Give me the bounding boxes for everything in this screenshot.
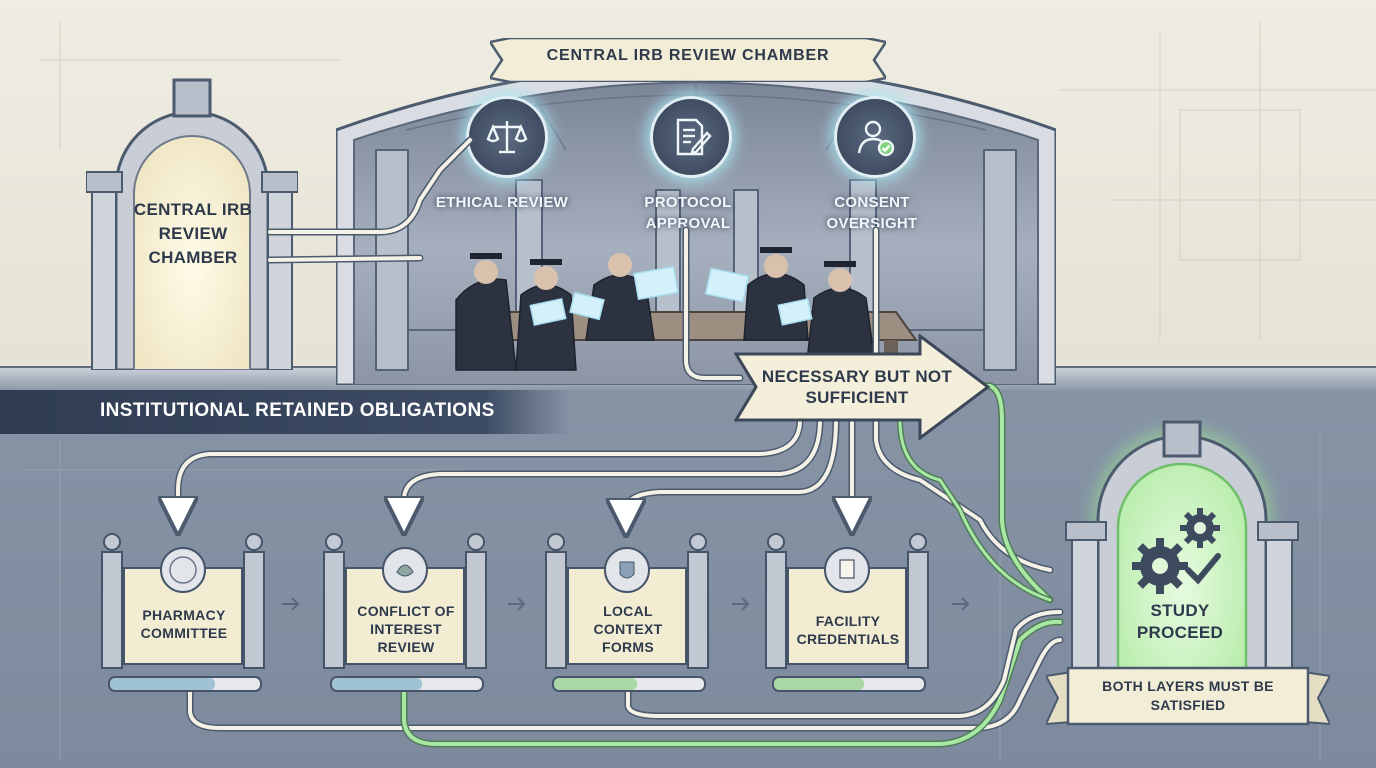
condition-banner: [1046, 666, 1330, 726]
retained-obligations-label: INSTITUTIONAL RETAINED OBLIGATIONS: [100, 400, 495, 421]
chamber-title: CENTRAL IRB REVIEW CHAMBER: [546, 47, 830, 64]
side-archway: [86, 78, 298, 370]
obligation-panel-local-context: [545, 533, 709, 669]
function-label-consent-oversight: CONSENT OVERSIGHT: [826, 194, 918, 232]
study-gate: [1065, 420, 1299, 708]
obligation-panel-conflict: [323, 533, 487, 669]
obligation-label-conflict: CONFLICT OF INTEREST REVIEW: [357, 603, 455, 655]
retained-obligations-band: [0, 390, 570, 434]
checkmark-icon: [1185, 553, 1221, 585]
scales-icon: [466, 96, 548, 178]
obligation-progress-conflict: [330, 676, 484, 692]
gear-icon: [1132, 538, 1188, 594]
progress-fill: [110, 678, 215, 690]
obligation-progress-facility: [772, 676, 926, 692]
obligation-progress-pharmacy: [108, 676, 262, 692]
progress-fill: [554, 678, 637, 690]
progress-fill: [774, 678, 864, 690]
function-label-protocol-approval: PROTOCOL APPROVAL: [644, 194, 732, 232]
obligation-label-facility: FACILITY CREDENTIALS: [796, 613, 900, 647]
verdict-arrow: [734, 334, 990, 440]
function-label-ethical-review: ETHICAL REVIEW: [435, 194, 569, 211]
person-check-icon: [834, 96, 916, 178]
verdict-label: NECESSARY BUT NOT SUFFICIENT: [761, 367, 953, 407]
condition-label: BOTH LAYERS MUST BE SATISFIED: [1102, 678, 1274, 713]
side-archway-label: CENTRAL IRB REVIEW CHAMBER: [133, 200, 253, 267]
obligation-label-local-context: LOCAL CONTEXT FORMS: [593, 603, 663, 655]
seal-icon: [160, 547, 206, 593]
obligation-panel-pharmacy: [101, 533, 265, 669]
obligation-panel-facility: [765, 533, 929, 669]
chamber-title-banner: [490, 38, 886, 82]
study-proceed-label: STUDY PROCEED: [1136, 601, 1224, 642]
document-pen-icon: [650, 96, 732, 178]
obligation-label-pharmacy: PHARMACY COMMITTEE: [140, 607, 228, 641]
obligation-progress-local-context: [552, 676, 706, 692]
gear-icon: [1180, 508, 1220, 548]
progress-fill: [332, 678, 422, 690]
